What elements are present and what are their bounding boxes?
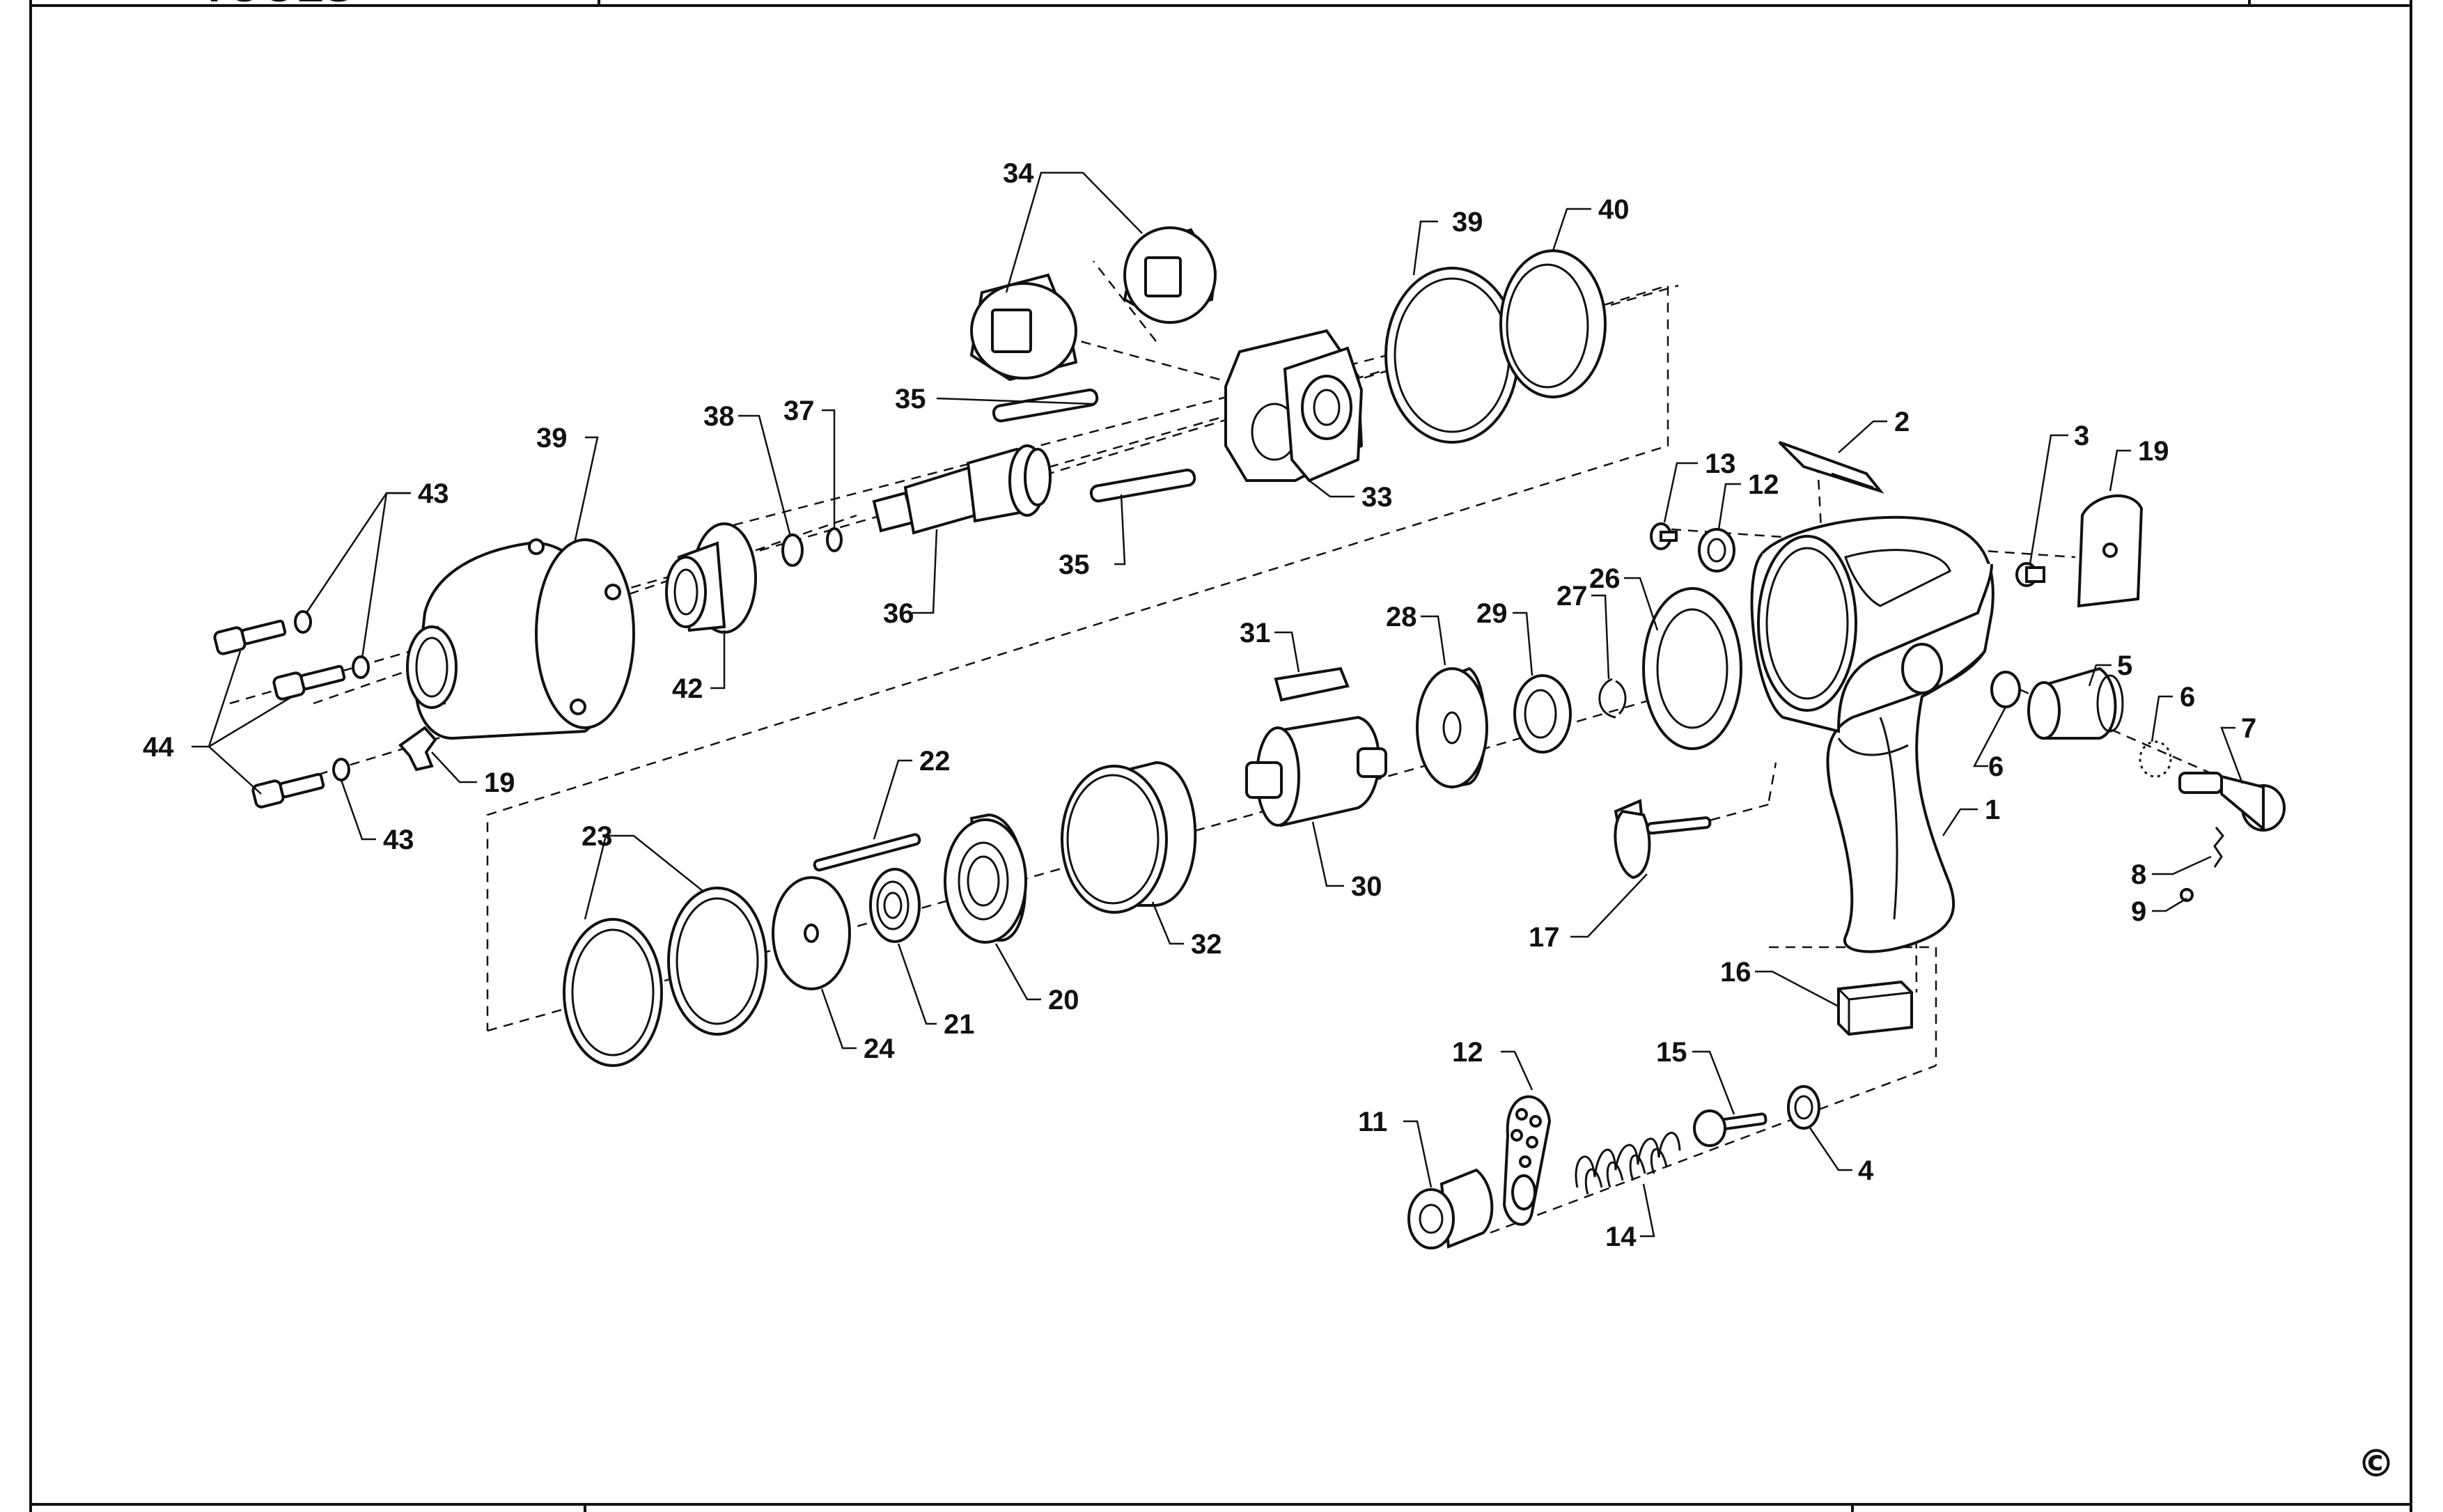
part-28-rear-plate <box>944 813 1027 944</box>
part-34-hammers <box>969 226 1217 382</box>
part-16-block <box>1837 980 1913 1036</box>
callout-23: 28 <box>1386 602 1417 632</box>
callout-6-right: 6 <box>2180 682 2195 712</box>
callout-leaders <box>192 171 2244 1238</box>
callout-20: 19 <box>484 767 515 798</box>
callout-4: 4 <box>1858 1155 1874 1186</box>
part-21-gasket <box>1642 587 1742 750</box>
part-19-trigger <box>1614 799 1712 880</box>
callout-13: 12 <box>1452 1037 1483 1068</box>
part-14-spring <box>1575 1132 1681 1195</box>
callout-19: 17 <box>1529 922 1560 953</box>
callout-27: 32 <box>1191 929 1222 960</box>
part-24-bearing <box>1513 674 1572 754</box>
part-43-washers <box>294 610 370 781</box>
title-block-logo: TOOLS <box>201 0 353 11</box>
callout-31: 23 <box>582 821 613 852</box>
callout-35-lower: 35 <box>1059 550 1090 580</box>
part-20-clip <box>398 726 437 772</box>
part-1-housing <box>1750 515 1995 953</box>
part-10-nut <box>1698 528 1735 572</box>
callout-37: 37 <box>783 396 815 426</box>
part-31-gaskets <box>563 887 767 1067</box>
callout-21: 26 <box>1589 563 1621 594</box>
part-42-bushing <box>665 522 757 634</box>
part-40-gasket <box>1384 267 1520 444</box>
part-6-oring-a <box>1990 671 2021 708</box>
part-7-reverse-knob <box>2178 772 2286 832</box>
part-8-spring <box>2213 827 2224 868</box>
part-17-cover <box>2077 494 2144 608</box>
callout-28: 20 <box>1048 985 1079 1015</box>
part-38-ring <box>781 533 804 567</box>
callout-12: 11 <box>1358 1107 1387 1137</box>
part-25-rotor <box>1245 715 1387 827</box>
callout-32: 24 <box>864 1034 895 1064</box>
callout-6-left: 6 <box>1988 751 2004 782</box>
part-26-vane <box>1274 667 1350 702</box>
callout-36: 36 <box>883 598 914 629</box>
part-15-valve <box>1693 1109 1767 1147</box>
callout-40: 39 <box>1452 207 1483 237</box>
part-27-cylinder <box>1061 761 1197 914</box>
part-35-pins <box>992 388 1196 503</box>
callout-41: 40 <box>1598 194 1630 225</box>
part-2-nameplate <box>1778 441 1884 494</box>
callout-15: 15 <box>1656 1037 1687 1068</box>
callout-43-lower: 43 <box>383 825 414 855</box>
part-4-valve-seat <box>1787 1085 1820 1130</box>
callout-42: 42 <box>672 673 703 704</box>
callout-38: 38 <box>703 401 735 432</box>
callout-25: 30 <box>1351 871 1382 902</box>
callout-39: 39 <box>536 423 568 453</box>
callout-7: 7 <box>2241 713 2256 744</box>
callout-10: 12 <box>1748 469 1779 500</box>
part-33-hammer-cage <box>1224 329 1364 483</box>
part-39-hammer-case <box>406 538 635 740</box>
part-36-anvil <box>872 444 1052 535</box>
callout-14: 14 <box>1605 1222 1637 1252</box>
callout-30: 22 <box>919 746 951 777</box>
callout-34: 34 <box>1003 158 1034 189</box>
callout-1: 1 <box>1985 795 2000 825</box>
callout-5: 5 <box>2117 650 2132 681</box>
part-9-ball <box>2180 888 2194 902</box>
callout-11: 13 <box>1705 449 1736 479</box>
callout-35-upper: 35 <box>895 384 926 414</box>
part-12-throttle-cap <box>1407 1168 1494 1249</box>
part-23-front-plate <box>1416 667 1488 789</box>
part-41-ring <box>1499 249 1607 398</box>
callout-2: 2 <box>1894 407 1910 437</box>
callout-3: 3 <box>2074 421 2089 451</box>
callout-22: 27 <box>1556 581 1588 611</box>
callout-26: 31 <box>1240 618 1271 648</box>
callout-8: 8 <box>2131 859 2146 890</box>
callout-44: 44 <box>143 732 174 763</box>
callout-9: 9 <box>2131 896 2146 927</box>
part-3-plug <box>2015 562 2045 587</box>
callout-33: 33 <box>1361 482 1393 513</box>
part-11-screw <box>1650 522 1678 550</box>
part-37-oring <box>826 527 843 552</box>
part-44-screws <box>213 619 346 809</box>
callout-29: 21 <box>944 1009 975 1040</box>
part-6-oring-b <box>2139 740 2172 778</box>
part-13-trigger-plate <box>1502 1095 1552 1226</box>
drawing-frame <box>29 0 2412 1512</box>
callout-24: 29 <box>1476 598 1508 629</box>
logo-text: TOOLS <box>201 0 353 11</box>
part-5-reverse-valve <box>2027 667 2124 740</box>
part-30-pin <box>813 833 921 872</box>
callout-16: 16 <box>1720 957 1751 988</box>
callout-labels: 34 39 40 35 35 33 38 37 36 39 42 43 44 1… <box>143 158 2256 1252</box>
copyright-mark: © <box>2357 1442 2395 1486</box>
part-22-retaining-ring <box>1598 678 1627 719</box>
callout-17: 19 <box>2138 436 2169 467</box>
part-32-end-plate <box>772 876 851 990</box>
part-29-bearing <box>869 868 921 943</box>
callout-43-upper: 43 <box>418 478 449 509</box>
